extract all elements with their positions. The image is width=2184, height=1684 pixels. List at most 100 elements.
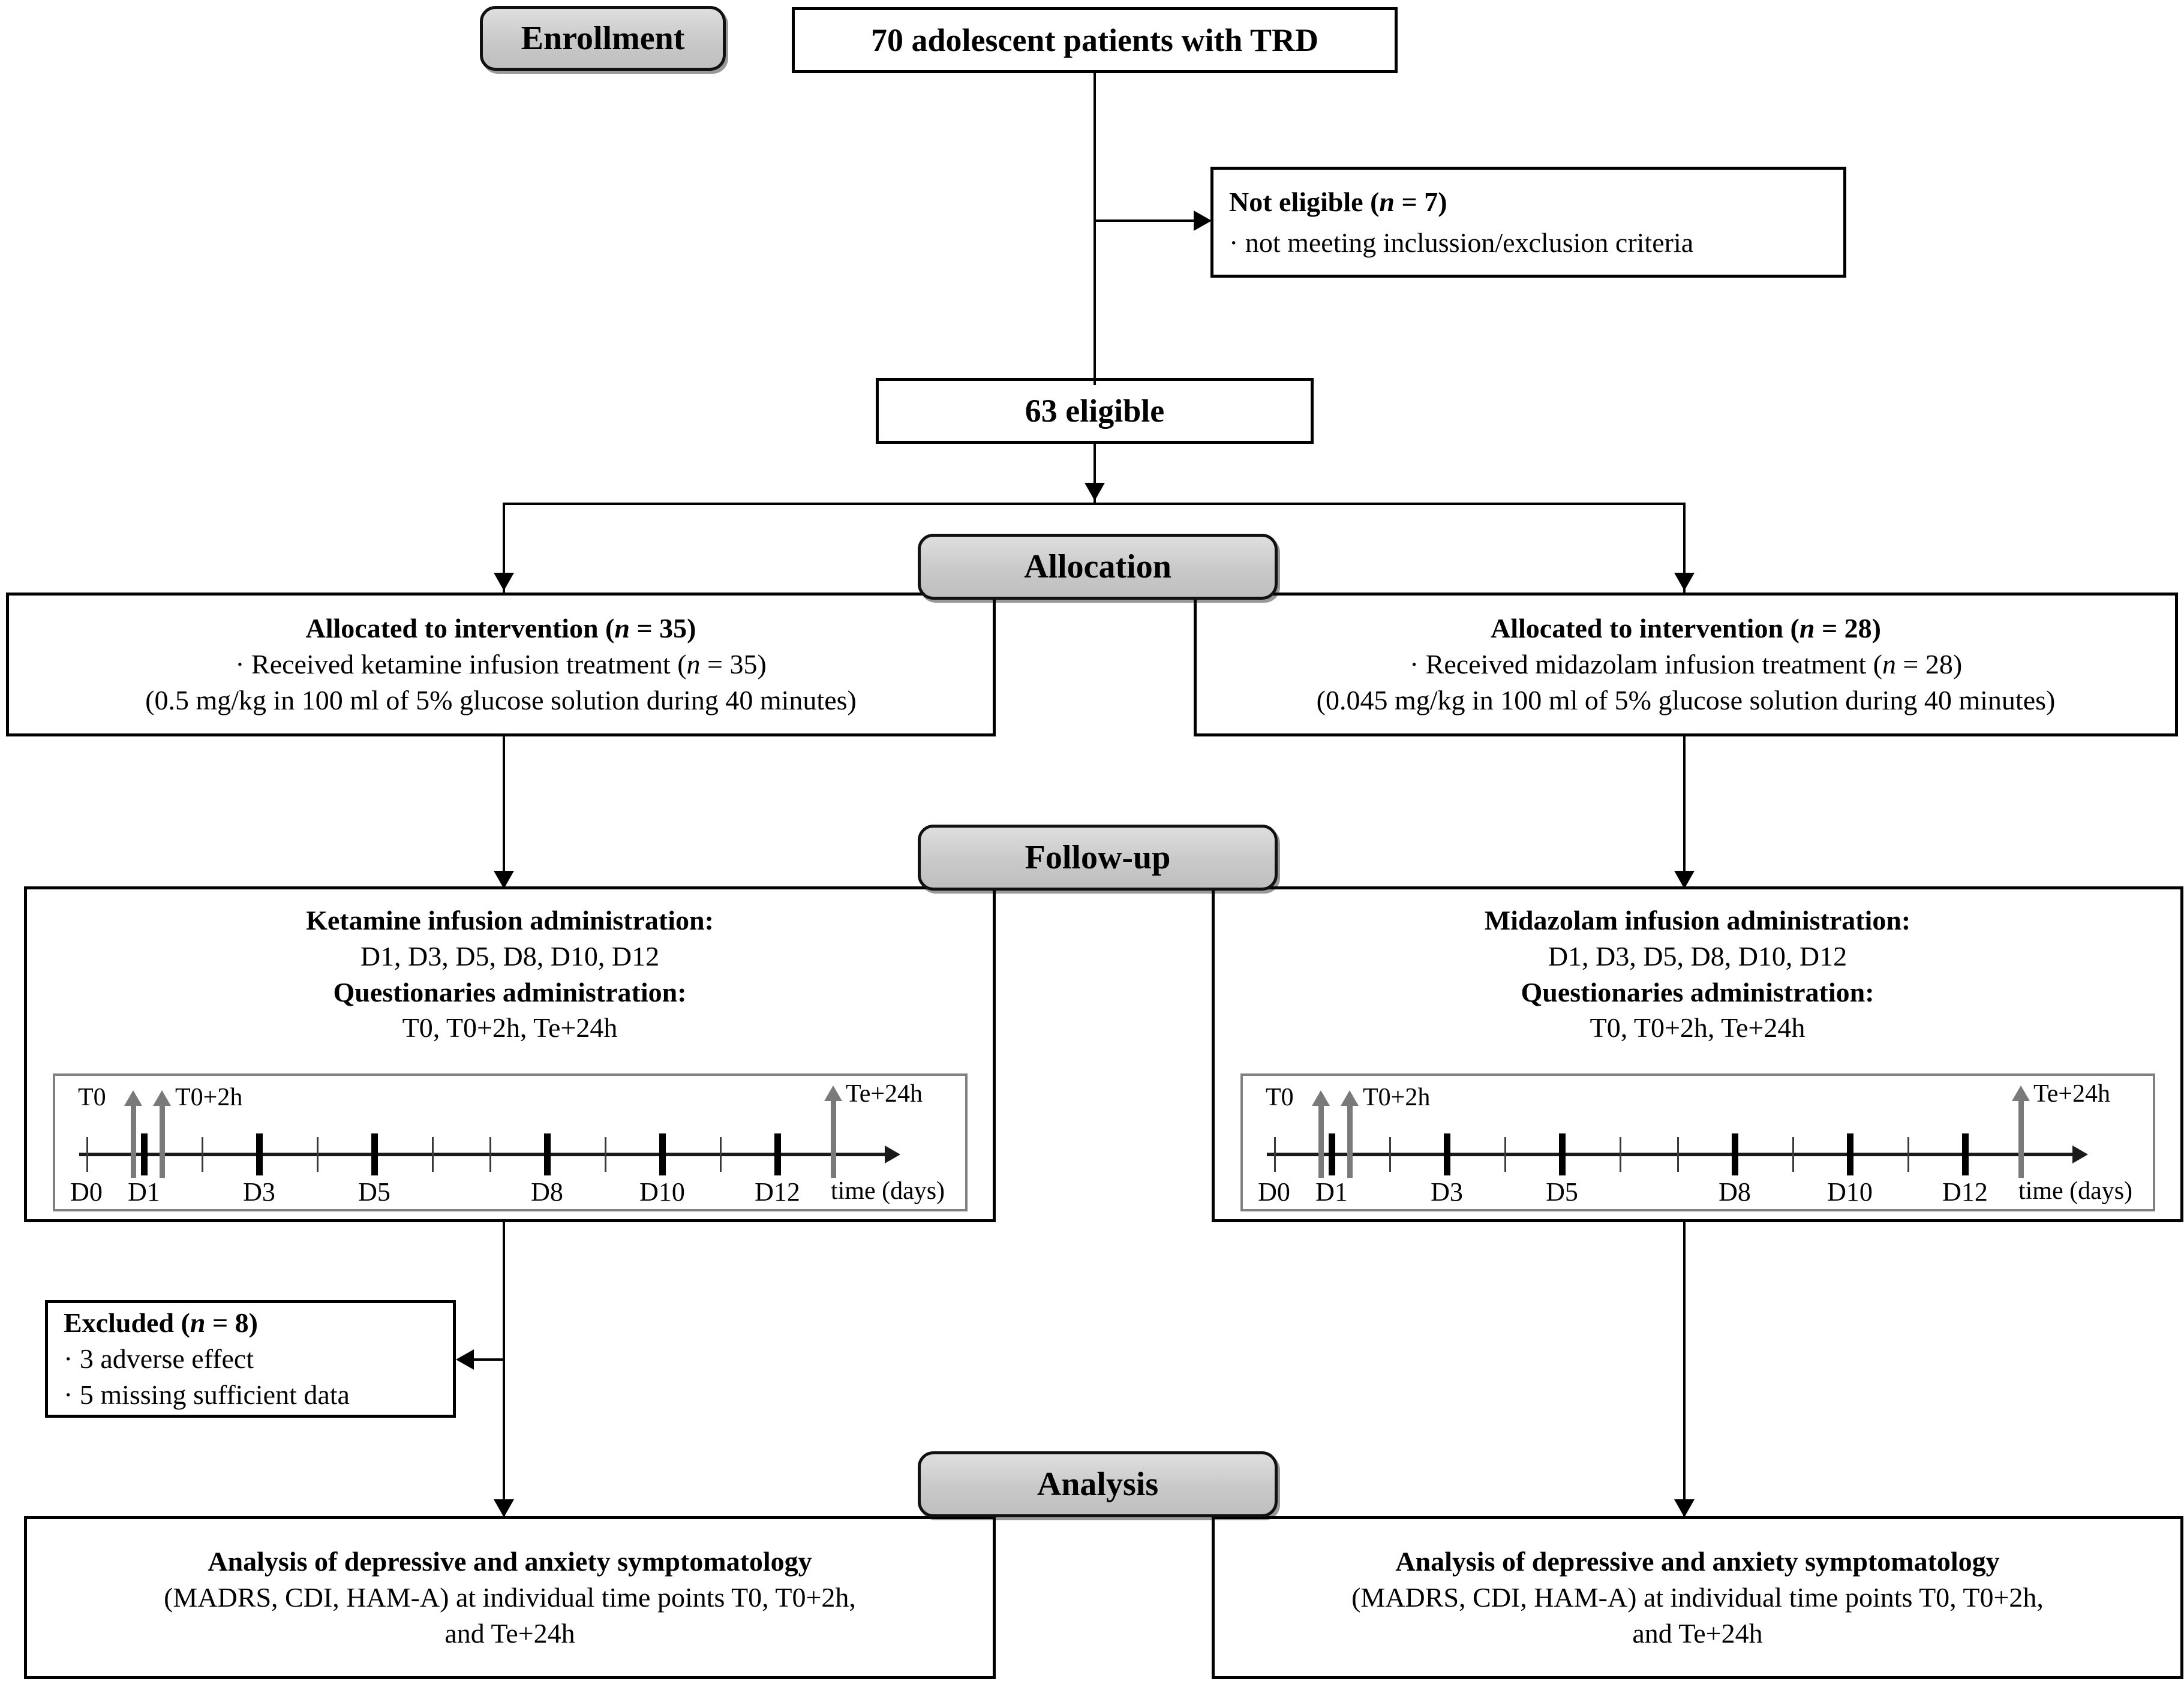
allocation-ketamine-line2: · Received ketamine infusion treatment (… — [235, 649, 767, 680]
timeline-marker-te24h — [2018, 1100, 2024, 1178]
connector-midazolam-alloc-to-followup — [1683, 736, 1686, 886]
stage-pill-followup: Follow-up — [918, 825, 1278, 891]
analysis-midazolam-line3: and Te+24h — [1632, 1617, 1763, 1649]
timeline-day-label-d10: D10 — [1827, 1177, 1873, 1207]
timeline-marker-t0-arrowhead — [1312, 1090, 1330, 1106]
timeline-tick-minor — [1274, 1137, 1276, 1172]
allocation-midazolam-line3: (0.045 mg/kg in 100 ml of 5% glucose sol… — [1316, 684, 2056, 715]
timeline-axis-label-midazolam: time (days) — [2018, 1177, 2133, 1205]
timeline-tick-minor — [432, 1137, 434, 1172]
timeline-tick-infusion-d5 — [1559, 1133, 1566, 1175]
stage-label-allocation: Allocation — [1024, 548, 1171, 585]
followup-ketamine-questionnaire-heading: Questionaries administration: — [333, 976, 687, 1008]
followup-midazolam-questionnaire-heading: Questionaries administration: — [1521, 976, 1874, 1008]
analysis-ketamine-line2: (MADRS, CDI, HAM-A) at individual time p… — [164, 1582, 856, 1613]
analysis-ketamine-line1: Analysis of depressive and anxiety sympt… — [208, 1546, 812, 1577]
timeline-day-label-d8: D8 — [1719, 1177, 1751, 1207]
stage-pill-analysis: Analysis — [918, 1451, 1278, 1517]
timeline-day-label-d0: D0 — [70, 1177, 103, 1207]
analysis-midazolam-line2: (MADRS, CDI, HAM-A) at individual time p… — [1351, 1582, 2044, 1613]
connector-allocation-split-bar — [503, 503, 1686, 505]
timeline-marker-t0-label: T0 — [78, 1084, 106, 1111]
timeline-day-label-d8: D8 — [531, 1177, 563, 1207]
followup-midazolam-infusion-heading: Midazolam infusion administration: — [1484, 905, 1911, 936]
timeline-tick-minor — [86, 1137, 88, 1172]
timeline-marker-t0-label: T0 — [1266, 1084, 1294, 1111]
timeline-day-label-d0: D0 — [1258, 1177, 1290, 1207]
stage-label-enrollment: Enrollment — [521, 20, 685, 57]
allocation-midazolam-title: Allocated to intervention (n = 28) — [1491, 613, 1881, 644]
followup-ketamine-questionnaire-times: T0, T0+2h, Te+24h — [402, 1012, 618, 1044]
stage-pill-enrollment: Enrollment — [480, 6, 726, 71]
stage-label-analysis: Analysis — [1037, 1466, 1159, 1503]
node-excluded: Excluded (n = 8) · 3 adverse effect · 5 … — [45, 1300, 456, 1418]
timeline-tick-infusion-d12 — [1962, 1133, 1969, 1175]
arrowhead-midazolam-followup — [1674, 871, 1695, 889]
total-patients-text: 70 adolescent patients with TRD — [870, 22, 1319, 58]
followup-ketamine-infusion-days: D1, D3, D5, D8, D10, D12 — [360, 940, 660, 972]
timeline-axis-arrowhead-midazolam — [2072, 1145, 2088, 1163]
timeline-tick-infusion-d8 — [1732, 1133, 1738, 1175]
timeline-marker-te24h-label: Te+24h — [846, 1080, 923, 1108]
timeline-tick-minor — [1907, 1137, 1909, 1172]
timeline-tick-minor — [489, 1137, 491, 1172]
timeline-tick-infusion-d3 — [256, 1133, 263, 1175]
timeline-marker-t0plus2h — [1347, 1105, 1353, 1178]
timeline-tick-infusion-d5 — [371, 1133, 378, 1175]
timeline-tick-minor — [1677, 1137, 1679, 1172]
analysis-ketamine-line3: and Te+24h — [444, 1617, 575, 1649]
followup-midazolam-infusion-days: D1, D3, D5, D8, D10, D12 — [1548, 940, 1847, 972]
timeline-tick-minor — [1792, 1137, 1794, 1172]
timeline-tick-infusion-d3 — [1444, 1133, 1450, 1175]
arrowhead-ketamine-analysis — [494, 1499, 514, 1517]
allocation-ketamine-line3: (0.5 mg/kg in 100 ml of 5% glucose solut… — [145, 684, 857, 715]
connector-ketamine-followup-to-analysis — [503, 1222, 505, 1516]
timeline-day-label-d1: D1 — [128, 1177, 160, 1207]
analysis-midazolam-line1: Analysis of depressive and anxiety sympt… — [1395, 1546, 2000, 1577]
timeline-tick-infusion-d10 — [1847, 1133, 1853, 1175]
node-total-patients: 70 adolescent patients with TRD — [792, 7, 1398, 73]
timeline-tick-infusion-d10 — [659, 1133, 666, 1175]
timeline-marker-t0 — [131, 1105, 136, 1178]
timeline-tick-infusion-d12 — [774, 1133, 781, 1175]
timeline-tick-minor — [605, 1137, 606, 1172]
timeline-axis-arrowhead-ketamine — [885, 1145, 900, 1163]
followup-midazolam-questionnaire-times: T0, T0+2h, Te+24h — [1590, 1012, 1806, 1044]
timeline-marker-t0plus2h-arrowhead — [153, 1090, 171, 1106]
excluded-reason-1: · 3 adverse effect — [64, 1343, 254, 1375]
node-analysis-midazolam: Analysis of depressive and anxiety sympt… — [1212, 1516, 2183, 1679]
timeline-marker-t0plus2h-arrowhead — [1341, 1090, 1359, 1106]
timeline-marker-te24h — [831, 1100, 836, 1178]
timeline-day-label-d5: D5 — [1546, 1177, 1578, 1207]
timeline-marker-t0plus2h-label: T0+2h — [175, 1084, 243, 1111]
timeline-tick-minor — [202, 1137, 203, 1172]
timeline-marker-te24h-arrowhead — [824, 1085, 842, 1101]
connector-allocation-left-drop — [503, 503, 505, 593]
arrowhead-allocation-left — [494, 573, 514, 591]
node-allocation-midazolam: Allocated to intervention (n = 28) · Rec… — [1194, 593, 2178, 736]
node-not-eligible: Not eligible (n = 7) · not meeting inclu… — [1210, 167, 1846, 278]
connector-to-excluded — [474, 1358, 504, 1361]
node-eligible: 63 eligible — [876, 378, 1314, 444]
timeline-axis-ketamine — [79, 1153, 886, 1156]
timeline-marker-te24h-label: Te+24h — [2033, 1080, 2111, 1108]
timeline-day-label-d12: D12 — [1942, 1177, 1988, 1207]
followup-ketamine-infusion-heading: Ketamine infusion administration: — [306, 905, 714, 936]
arrowhead-eligible-down — [1085, 483, 1105, 501]
timeline-day-label-d12: D12 — [755, 1177, 800, 1207]
arrowhead-excluded — [456, 1349, 474, 1370]
excluded-title: Excluded (n = 8) — [64, 1307, 258, 1339]
timeline-day-label-d1: D1 — [1315, 1177, 1348, 1207]
timeline-tick-infusion-d1 — [141, 1133, 148, 1175]
timeline-tick-infusion-d8 — [544, 1133, 551, 1175]
arrowhead-ketamine-followup — [494, 871, 514, 889]
timeline-tick-infusion-d1 — [1329, 1133, 1335, 1175]
timeline-day-label-d3: D3 — [243, 1177, 275, 1207]
connector-total-to-not-eligible — [1093, 219, 1200, 222]
timeline-tick-minor — [1389, 1137, 1391, 1172]
timeline-marker-te24h-arrowhead — [2012, 1085, 2030, 1101]
timeline-tick-minor — [1620, 1137, 1621, 1172]
stage-pill-allocation: Allocation — [918, 534, 1278, 600]
timeline-axis-midazolam — [1267, 1153, 2074, 1156]
timeline-day-label-d3: D3 — [1431, 1177, 1463, 1207]
